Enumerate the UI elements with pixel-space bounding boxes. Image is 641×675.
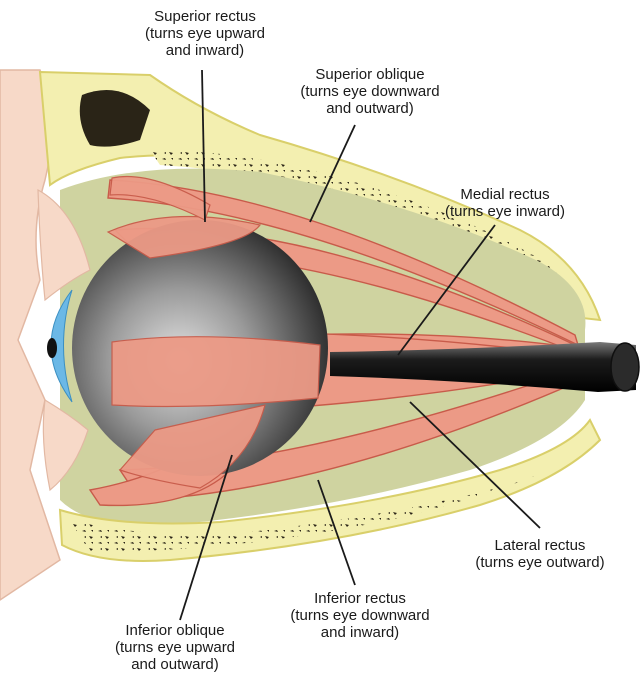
label-superior-rectus-note2: and inward) [120,42,290,59]
label-inferior-oblique: Inferior oblique (turns eye upward and o… [90,622,260,673]
label-superior-rectus-note1: (turns eye upward [120,25,290,42]
lateral-rectus-insertion [112,337,320,407]
label-medial-rectus-name: Medial rectus [420,186,590,203]
label-inferior-oblique-note2: and outward) [90,656,260,673]
label-medial-rectus: Medial rectus (turns eye inward) [420,186,590,220]
label-lateral-rectus-name: Lateral rectus [455,537,625,554]
label-superior-oblique-note1: (turns eye downward [285,83,455,100]
label-lateral-rectus-note1: (turns eye outward) [455,554,625,571]
label-superior-rectus-name: Superior rectus [120,8,290,25]
label-lateral-rectus: Lateral rectus (turns eye outward) [455,537,625,571]
label-inferior-oblique-note1: (turns eye upward [90,639,260,656]
label-inferior-rectus-note2: and inward) [275,624,445,641]
label-inferior-rectus: Inferior rectus (turns eye downward and … [275,590,445,641]
label-medial-rectus-note1: (turns eye inward) [420,203,590,220]
label-superior-oblique-note2: and outward) [285,100,455,117]
label-superior-rectus: Superior rectus (turns eye upward and in… [120,8,290,59]
label-inferior-rectus-name: Inferior rectus [275,590,445,607]
label-inferior-oblique-name: Inferior oblique [90,622,260,639]
label-superior-oblique: Superior oblique (turns eye downward and… [285,66,455,117]
label-superior-oblique-name: Superior oblique [285,66,455,83]
pupil [47,338,57,358]
label-inferior-rectus-note1: (turns eye downward [275,607,445,624]
optic-nerve-end [611,343,639,391]
